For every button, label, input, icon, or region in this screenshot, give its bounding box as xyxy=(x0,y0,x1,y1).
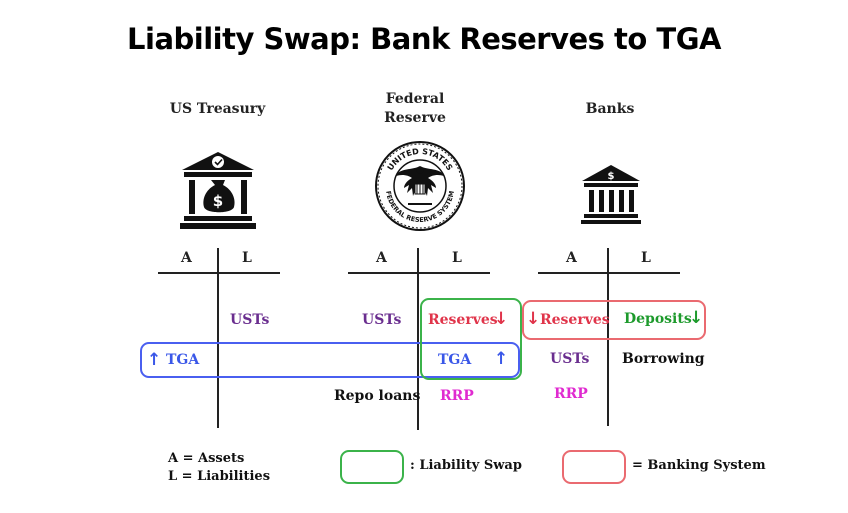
banks-asset-usts: USTs xyxy=(550,351,590,367)
banks-liabilities-header: L xyxy=(641,250,651,266)
fed-asset-repo-loans: Repo loans xyxy=(334,388,421,404)
treasury-asset-tga: TGA xyxy=(166,352,200,368)
column-header-federal-reserve: Federal Reserve xyxy=(355,90,475,128)
diagram-title: Liability Swap: Bank Reserves to TGA xyxy=(127,22,721,56)
fed-liability-reserves: Reserves xyxy=(428,312,498,328)
down-arrow-icon: ↓ xyxy=(526,309,541,329)
treasury-building-icon: $ xyxy=(180,152,256,229)
treasury-liability-usts: USTs xyxy=(230,312,270,328)
bank-building-icon: $ xyxy=(581,165,641,224)
banking-system-box xyxy=(522,300,706,340)
down-arrow-icon: ↓ xyxy=(689,308,704,328)
down-arrow-icon: ↓ xyxy=(494,309,509,329)
fed-t-account-top-line xyxy=(348,272,490,274)
banks-t-account-top-line xyxy=(538,272,680,274)
fed-liability-rrp: RRP xyxy=(440,388,474,404)
column-header-us-treasury: US Treasury xyxy=(169,101,266,117)
banks-assets-header: A xyxy=(566,250,577,266)
column-header-line: Reserve xyxy=(384,110,446,126)
banks-liability-deposits: Deposits xyxy=(624,311,692,327)
up-arrow-icon: ↑ xyxy=(494,349,509,369)
legend-green-swatch xyxy=(340,450,404,484)
column-header-banks: Banks xyxy=(585,101,635,117)
fed-asset-usts: USTs xyxy=(362,312,402,328)
legend-assets-definition: A = Assets xyxy=(168,451,245,466)
banks-asset-reserves: Reserves xyxy=(540,312,610,328)
liability-swap-box xyxy=(420,298,522,380)
treasury-t-account-top-line xyxy=(158,272,280,274)
fed-liabilities-header: L xyxy=(452,250,462,266)
fed-assets-header: A xyxy=(376,250,387,266)
treasury-assets-header: A xyxy=(181,250,192,266)
legend-liabilities-definition: L = Liabilities xyxy=(168,469,271,484)
svg-text:$: $ xyxy=(213,192,223,210)
banks-liability-borrowing: Borrowing xyxy=(622,351,705,367)
tga-flow-box xyxy=(140,342,520,378)
up-arrow-icon: ↑ xyxy=(147,350,162,370)
legend-red-swatch xyxy=(562,450,626,484)
banks-t-account-divider xyxy=(607,248,609,426)
federal-reserve-seal-icon: UNITED STATES FEDERAL RESERVE SYSTEM xyxy=(375,141,465,231)
legend-liability-swap: : Liability Swap xyxy=(410,458,522,473)
treasury-liabilities-header: L xyxy=(242,250,252,266)
treasury-t-account-divider xyxy=(217,248,219,428)
banks-asset-rrp: RRP xyxy=(554,386,588,402)
svg-text:$: $ xyxy=(608,171,615,182)
fed-liability-tga: TGA xyxy=(438,352,472,368)
column-header-line: Federal xyxy=(385,91,445,107)
legend-banking-system: = Banking System xyxy=(632,458,766,473)
fed-t-account-divider xyxy=(417,248,419,430)
